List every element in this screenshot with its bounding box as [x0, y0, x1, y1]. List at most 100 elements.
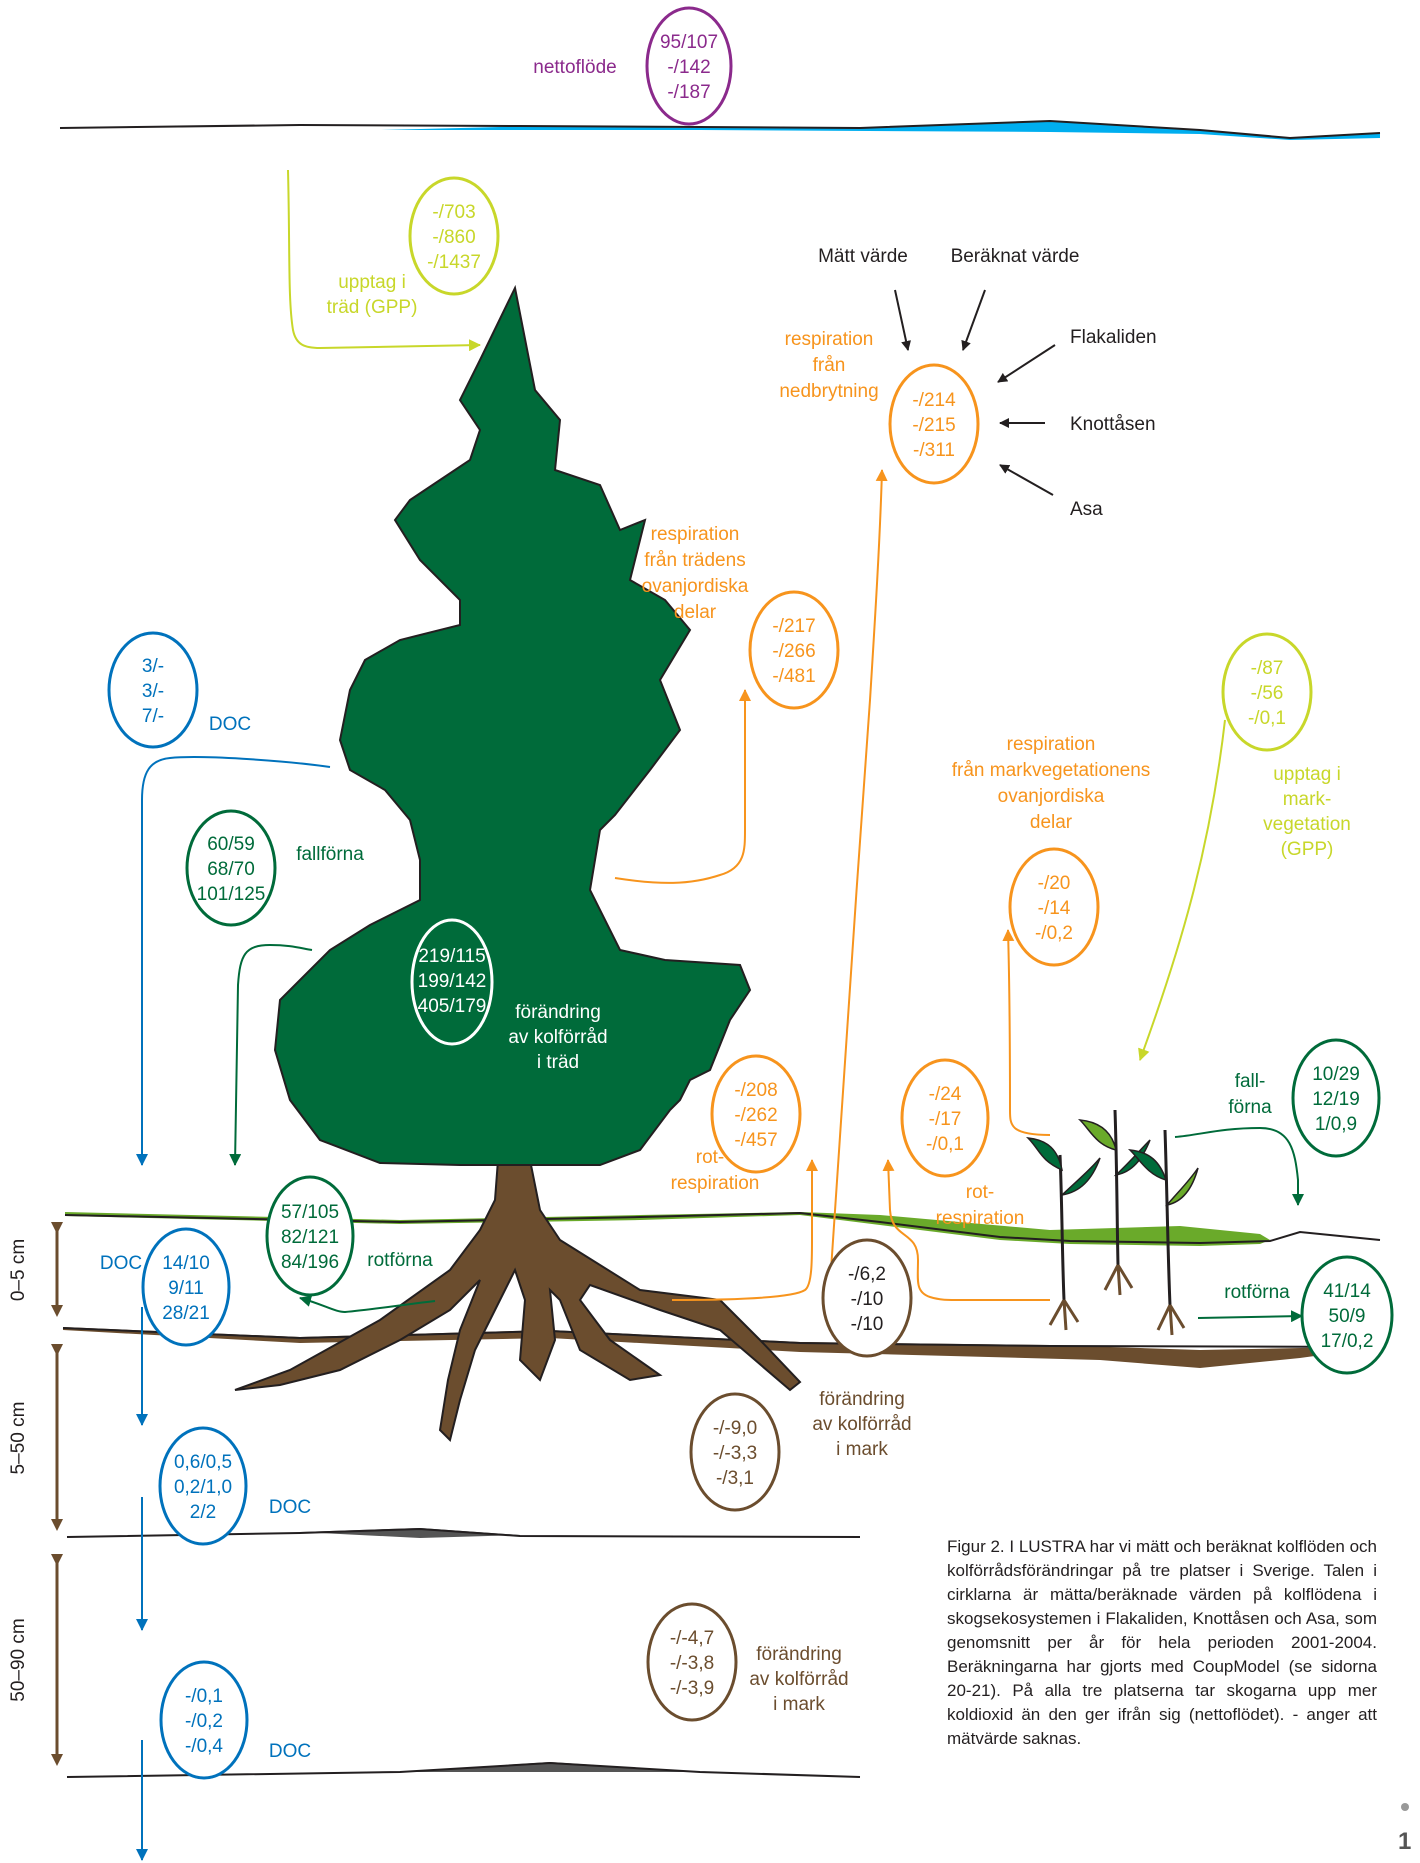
net-flux-label: nettoflöde: [533, 57, 616, 78]
ground-resp-node: respiration från markvegetationens ovanj…: [952, 734, 1151, 967]
ground-litterfall-circle: [1291, 1038, 1381, 1158]
tree-resp-label-4: delar: [674, 602, 717, 623]
ground-resp-value-2: -/14: [1038, 898, 1071, 919]
tree-root-resp-circle: [710, 1054, 802, 1174]
soil-storage-deep-circle: [646, 1602, 738, 1722]
arrow-decomp-resp: [829, 469, 888, 1286]
soil-storage-deep-value-1: -/-4,7: [670, 1628, 714, 1649]
arrow-ground-root-resp: [882, 1159, 1050, 1301]
ground-root-litter-value-1: 41/14: [1323, 1281, 1371, 1302]
soil-storage-mid-value-3: -/3,1: [716, 1468, 754, 1489]
tree-root-resp-label-2: respiration: [671, 1173, 760, 1194]
ground-gpp-label-4: (GPP): [1281, 839, 1334, 860]
tree-storage-value-flakaliden: 219/115: [418, 946, 485, 967]
tree-resp-circle: [748, 590, 840, 710]
soil-storage-mid-value-2: -/-3,3: [713, 1443, 757, 1464]
litterfall-value-3: 101/125: [197, 884, 266, 905]
doc-top-value-3: 7/-: [142, 706, 164, 727]
decomp-resp-label-3: nedbrytning: [779, 381, 878, 402]
root-litter-value-2: 82/121: [281, 1227, 339, 1248]
decomp-resp-value-3: -/311: [913, 440, 955, 461]
doc-0-5-node: 14/10 9/11 28/21 DOC: [100, 1227, 231, 1347]
soil-storage-mid-label-3: i mark: [836, 1439, 888, 1460]
ground-gpp-label-2: mark-: [1283, 789, 1332, 810]
tree-crown: [273, 284, 752, 1166]
legend-arrow-site1: [997, 344, 1056, 383]
arrow-tree-root-resp: [671, 1159, 818, 1301]
tree-resp-label-3: ovanjordiska: [642, 576, 749, 597]
soil-line-5cm: [62, 1327, 1381, 1348]
plant-1: [1025, 1137, 1101, 1331]
doc-50-90-node: -/0,1 -/0,2 -/0,4 DOC: [159, 1660, 311, 1780]
ground-resp-label-2: från markvegetationens: [952, 760, 1151, 781]
soil-surface-line: [64, 1211, 1381, 1245]
humus-layer: [63, 1327, 1380, 1368]
ground-gpp-circle: [1221, 632, 1313, 752]
tree-gpp-value-3: -/1437: [427, 252, 481, 273]
ground-root-litter-value-2: 50/9: [1329, 1306, 1366, 1327]
ground-resp-value-1: -/20: [1038, 873, 1071, 894]
ground-litterfall-label-2: förna: [1228, 1097, 1272, 1118]
doc-0-5-value-2: 9/11: [168, 1278, 204, 1299]
doc-50-90-value-1: -/0,1: [185, 1686, 223, 1707]
ground-gpp-label-3: vegetation: [1263, 814, 1351, 835]
depth-scale: 0–5 cm 5–50 cm 50–90 cm: [8, 1222, 63, 1766]
doc-5-50-value-2: 0,2/1,0: [174, 1477, 232, 1498]
net-flux-value-3: -/187: [667, 82, 710, 103]
soil-storage-top-value-3: -/10: [851, 1314, 884, 1335]
tree-storage-circle: [410, 918, 494, 1046]
ground-root-resp-value-2: -/17: [929, 1109, 962, 1130]
tree-gpp-label-2: träd (GPP): [327, 297, 418, 318]
ground-root-resp-value-1: -/24: [929, 1084, 962, 1105]
tree-root-resp-node: -/208 -/262 -/457 rot- respiration: [671, 1054, 802, 1194]
arrow-ground-litterfall: [1174, 1126, 1304, 1206]
plant-3: [1127, 1129, 1199, 1336]
depth-label-50-90: 50–90 cm: [8, 1618, 29, 1701]
net-flux-node: 95/107 -/142 -/187 nettoflöde: [533, 6, 733, 126]
ground-root-resp-circle: [900, 1058, 990, 1178]
arrow-ground-root-litter: [1197, 1310, 1303, 1323]
tree-resp-value-3: -/481: [772, 666, 815, 687]
soil-storage-top-circle: [821, 1238, 913, 1358]
doc-0-5-label: DOC: [100, 1253, 142, 1274]
page-marker-dot: [1401, 1803, 1409, 1811]
soil-storage-deep-value-2: -/-3,8: [670, 1653, 714, 1674]
tree-root-resp-value-2: -/262: [734, 1105, 777, 1126]
doc-5-50-label: DOC: [269, 1497, 311, 1518]
tree-storage-label-1: förändring: [515, 1002, 601, 1023]
doc-5-50-value-1: 0,6/0,5: [174, 1452, 232, 1473]
root-litter-value-3: 84/196: [281, 1252, 339, 1273]
ground-root-litter-node: 41/14 50/9 17/0,2 rotförna: [1224, 1255, 1394, 1375]
arrow-tree-resp: [614, 689, 751, 884]
soil-storage-top-value-1: -/6,2: [848, 1264, 886, 1285]
ground-litterfall-label-1: fall-: [1235, 1071, 1266, 1092]
arrow-ground-gpp: [1138, 719, 1226, 1061]
doc-top-label: DOC: [209, 714, 251, 735]
litterfall-value-1: 60/59: [207, 834, 255, 855]
soil-line-90cm: [66, 1761, 861, 1778]
soil-storage-mid-label-2: av kolförråd: [812, 1414, 911, 1435]
soil-storage-deep-value-3: -/-3,9: [670, 1678, 714, 1699]
decomp-resp-value-2: -/215: [912, 415, 955, 436]
legend: Mätt värde Beräknat värde Flakaliden Kno…: [818, 246, 1156, 520]
soil-storage-mid-label-1: förändring: [819, 1389, 905, 1410]
doc-50-90-circle: [159, 1660, 249, 1780]
ground-gpp-label-1: upptag i: [1273, 764, 1341, 785]
root-litter-value-1: 57/105: [281, 1202, 339, 1223]
ground-root-resp-value-3: -/0,1: [926, 1134, 964, 1155]
arrow-root-litter: [299, 1295, 436, 1314]
tree-resp-value-1: -/217: [772, 616, 815, 637]
decomp-resp-label-2: från: [813, 355, 846, 376]
arrow-doc-top: [136, 756, 331, 1166]
soil-storage-top-node: -/6,2 -/10 -/10: [821, 1238, 913, 1358]
legend-measured: Mätt värde: [818, 246, 908, 267]
soil-storage-top-value-2: -/10: [851, 1289, 884, 1310]
litterfall-label: fallförna: [296, 844, 364, 865]
ground-root-litter-label: rotförna: [1224, 1282, 1290, 1303]
ground-gpp-value-1: -/87: [1251, 658, 1284, 679]
tree-storage-label-3: i träd: [537, 1052, 579, 1073]
decomp-resp-value-1: -/214: [912, 390, 956, 411]
doc-50-90-value-2: -/0,2: [185, 1711, 223, 1732]
soil-band-90cm: [400, 1762, 700, 1772]
soil-storage-deep-label-1: förändring: [756, 1644, 842, 1665]
